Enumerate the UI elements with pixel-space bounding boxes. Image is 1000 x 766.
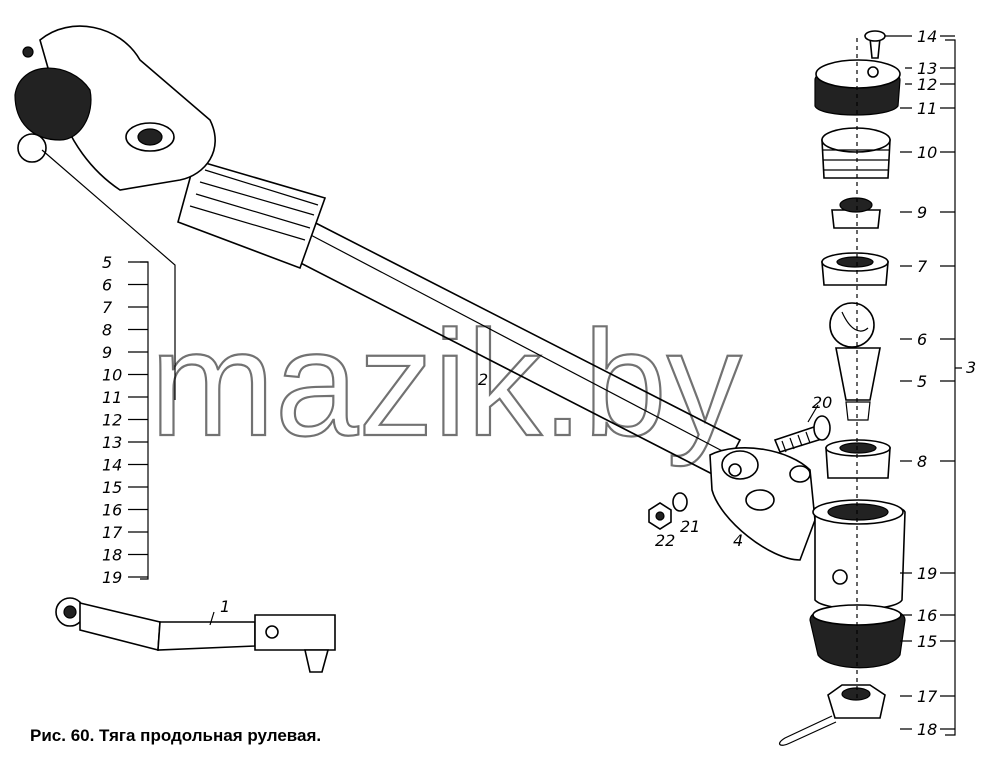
part-label-right: 10 [917,143,937,162]
ball-socket-housing [812,499,906,610]
part-label-right: 9 [917,203,927,222]
rod-sleeve [177,159,327,270]
part-label-right: 19 [917,564,937,583]
left-ball-joint-head [14,25,216,191]
exploded-parts-stack [814,30,901,700]
part-label-left: 8 [102,321,112,340]
label-washer: 21 [680,517,700,536]
part-label-right: 14 [917,27,937,46]
rod-end-clamp [709,447,816,561]
label-group: 3 [966,358,976,377]
part-label-left: 18 [102,546,122,565]
part-label-left: 5 [102,253,112,272]
part-label-left: 6 [102,276,112,295]
part-label-right: 16 [917,606,937,625]
washer [672,492,688,512]
part-label-right: 17 [917,687,938,706]
clamp-bolt [773,415,831,453]
part-label-right: 15 [917,632,937,651]
part-label-left: 17 [102,523,123,542]
part-label-right: 11 [917,99,937,118]
part-label-right: 6 [917,330,927,349]
part-label-left: 12 [102,411,122,430]
part-label-right: 5 [917,372,927,391]
part-label-right: 8 [917,452,927,471]
small-overall-view [55,597,336,673]
part-label-left: 10 [102,366,122,385]
part-label-left: 13 [102,433,122,452]
part-label-left: 11 [102,388,122,407]
label-nut: 22 [655,531,675,550]
label-small-view: 1 [220,597,230,616]
castle-nut [827,684,886,719]
label-bolt: 20 [812,393,832,412]
part-label-left: 9 [102,343,112,362]
label-rod: 2 [478,370,488,389]
figure-caption: Рис. 60. Тяга продольная рулевая. [30,726,321,745]
part-label-right: 18 [917,720,937,739]
left-label-column: 5 6 7 8 9 10 11 12 13 14 15 16 17 18 19 [102,253,148,587]
nut [648,502,672,530]
cotter-pin [778,715,837,746]
part-label-left: 7 [102,298,113,317]
part-label-left: 19 [102,568,122,587]
part-label-left: 14 [102,456,122,475]
part-label-right: 12 [917,75,937,94]
part-label-right: 13 [917,59,937,78]
part-label-right: 7 [917,257,928,276]
label-clamp: 4 [733,531,743,550]
watermark: mazik.by [150,299,742,467]
part-label-left: 16 [102,501,122,520]
part-label-left: 15 [102,478,122,497]
